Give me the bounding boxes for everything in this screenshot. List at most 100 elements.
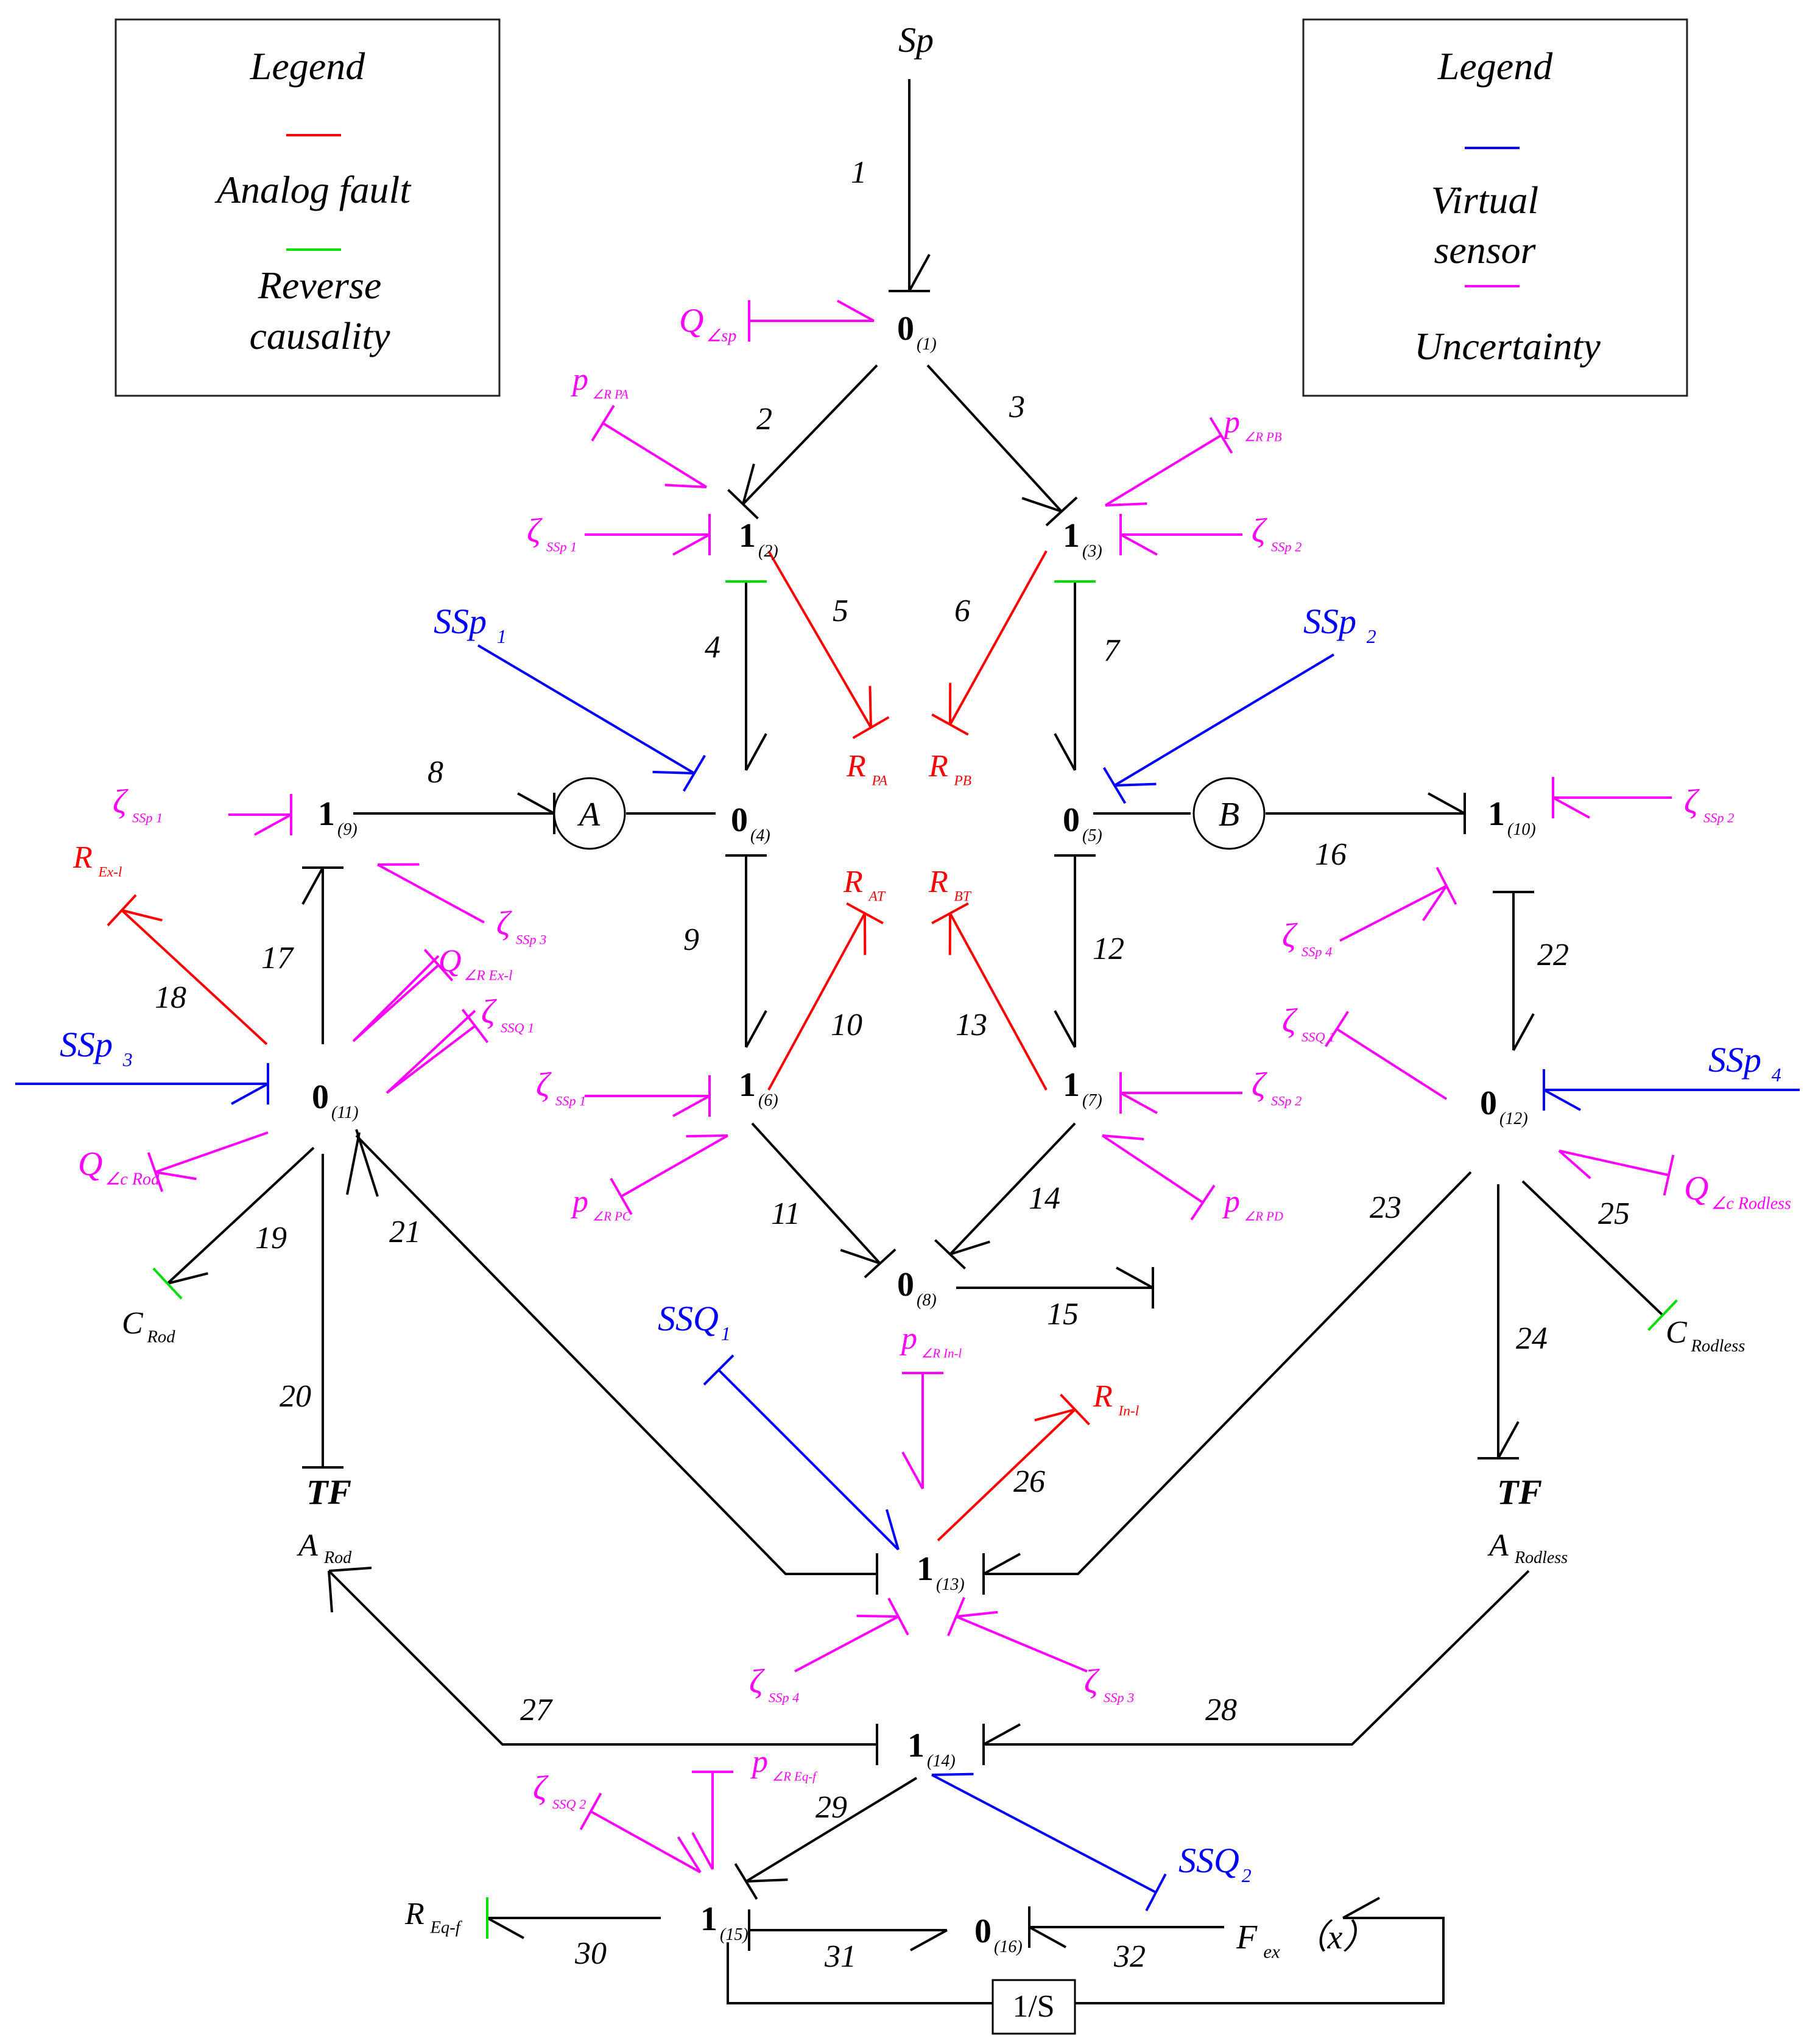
bond-zSSp1c	[585, 1075, 711, 1117]
bond-number-27: 27	[520, 1693, 553, 1727]
bond-24-arrowhead	[1497, 1421, 1520, 1459]
element-pPC: p∠R PC	[570, 1184, 632, 1224]
junction-type: 1	[1063, 517, 1080, 555]
element-pPA: p∠R PA	[570, 362, 629, 402]
bond-QRod-arrowhead	[155, 1171, 197, 1181]
element-subscript: ∠c Rodless	[1711, 1195, 1791, 1213]
bond-number-7: 7	[1104, 633, 1121, 668]
junction-index: (14)	[927, 1752, 956, 1771]
element-main: p	[1222, 405, 1240, 440]
element-subscript: SSp 2	[1271, 1094, 1302, 1109]
element-subscript: SSQ 1	[1302, 1030, 1335, 1045]
bond-4	[725, 580, 767, 771]
bond-number-5: 5	[833, 594, 848, 628]
bond-16	[1266, 792, 1466, 834]
bond-integrator-out-arrowhead	[1342, 1897, 1380, 1919]
bond-number-20: 20	[280, 1379, 311, 1414]
bond-14-causal-stroke	[934, 1239, 966, 1270]
element-suffix: （x）	[1294, 1919, 1377, 1956]
bond-zSSQ1b	[1325, 1011, 1448, 1100]
bond-zSSp4a-arrowhead	[1422, 885, 1448, 921]
bond-17-arrowhead	[301, 867, 324, 905]
element-subscript: In-l	[1118, 1403, 1139, 1419]
integrator-block: 1/S	[992, 1979, 1076, 2035]
bond-QRod-line	[155, 1131, 269, 1173]
bond-1-arrowhead	[908, 254, 931, 292]
junction-index: (8)	[917, 1291, 937, 1310]
bond-13-causal-stroke	[931, 902, 969, 925]
element-main: ζ	[1282, 1002, 1298, 1040]
bond-number-23: 23	[1370, 1190, 1401, 1225]
bond-21-line	[355, 1134, 877, 1575]
bond-21-stub	[346, 1132, 361, 1195]
junction-14: 1(14)	[907, 1727, 956, 1771]
junction-type: 0	[897, 310, 914, 348]
bond-QRodless-causal-stroke	[1663, 1154, 1675, 1196]
bond-5-causal-stroke	[852, 716, 890, 739]
bond-pPD-arrowhead	[1102, 1134, 1144, 1140]
bond-3-arrowhead	[1021, 497, 1062, 513]
bond-zSSp1c-arrowhead	[672, 1095, 710, 1117]
junction-type: 1	[907, 1727, 925, 1765]
valveB-circle	[1192, 777, 1266, 850]
junction-type: 0	[1063, 801, 1080, 839]
element-subscript: SSp 1	[546, 539, 577, 555]
element-RExl: R Ex-l	[72, 840, 122, 880]
element-main: Sp	[898, 20, 934, 60]
bond-pInl	[901, 1372, 943, 1489]
element-main: SSp	[434, 602, 487, 641]
element-subscript: BT	[954, 889, 971, 905]
bond-SSp1-arrowhead	[652, 770, 695, 774]
element-main: Q	[439, 944, 462, 978]
bond-25-line	[1521, 1180, 1664, 1316]
element-main: R	[72, 840, 93, 875]
legend-reverse-label-line2: causality	[249, 314, 390, 357]
element-main: F	[1236, 1919, 1258, 1956]
valveB-label: B	[1219, 796, 1239, 834]
bond-SSp4-arrowhead	[1543, 1089, 1581, 1111]
element-subscript: 3	[122, 1049, 133, 1070]
bond-zSSp2c-arrowhead	[1120, 1092, 1158, 1114]
junction-16: 0(16)	[974, 1912, 1023, 1956]
junction-index: (15)	[720, 1925, 749, 1944]
junction-type: 1	[1063, 1066, 1080, 1104]
bond-31	[748, 1909, 948, 1951]
bond-number-6: 6	[954, 594, 970, 628]
bond-SSQ1	[703, 1354, 900, 1551]
bond-integrator-out-line	[1075, 1917, 1445, 2004]
bond-zSSQ1a	[386, 1008, 489, 1094]
element-subscript: 4	[1772, 1064, 1781, 1086]
bond-zSSp4b-line	[794, 1615, 899, 1673]
element-subscript: SSp 3	[516, 932, 546, 947]
element-main: ζ	[536, 1066, 552, 1104]
element-subscript: ex	[1263, 1942, 1280, 1962]
bond-zSSp4b-causal-stroke	[887, 1598, 909, 1635]
valveA: A	[553, 777, 626, 850]
bond-number-12: 12	[1093, 932, 1124, 966]
bond-28-line	[984, 1570, 1530, 1746]
tfRodless-label: TF	[1497, 1472, 1542, 1512]
integrator-box	[992, 1979, 1076, 2035]
bond-3	[926, 364, 1078, 527]
element-main: R	[928, 865, 948, 899]
bond-integrator-in	[727, 1942, 993, 2004]
bond-SSQ2-arrowhead	[931, 1772, 974, 1776]
bond-32	[1028, 1906, 1224, 1948]
bond-27-arrowhead-b	[328, 1570, 333, 1613]
junction-index: (6)	[758, 1091, 778, 1110]
bond-zSSp4a-line	[1339, 885, 1447, 942]
element-subscript: Ex-l	[97, 865, 122, 880]
bond-19-arrowhead	[167, 1272, 208, 1285]
element-subscript: Eq-f	[429, 1919, 462, 1937]
bond-integrator-in-line	[727, 1942, 993, 2004]
bond-10-causal-stroke	[846, 902, 884, 925]
